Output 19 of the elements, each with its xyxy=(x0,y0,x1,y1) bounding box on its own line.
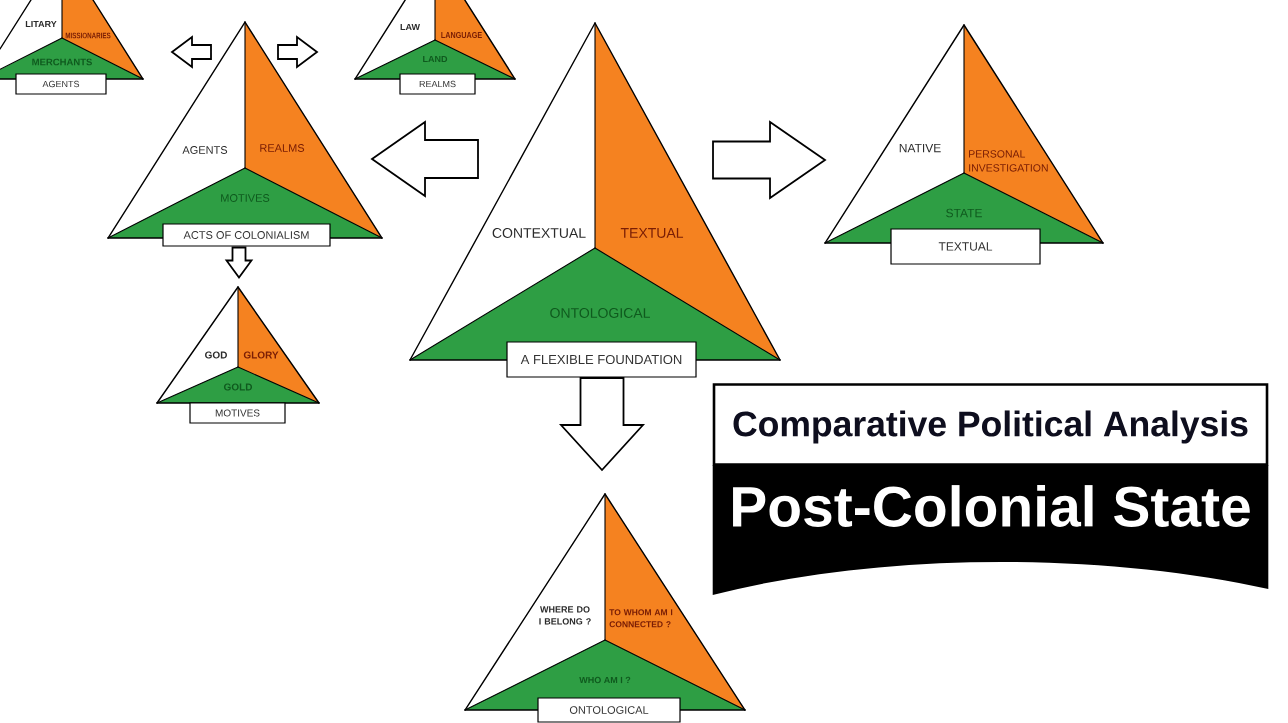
block-arrow xyxy=(170,35,212,69)
region-label: AGENTS xyxy=(182,146,228,154)
title-banner: Post-Colonial State xyxy=(712,465,1269,595)
label-box: ONTOLOGICAL xyxy=(537,697,681,723)
region-label: WHERE DO I BELONG ? xyxy=(539,606,591,625)
region-label: LAW xyxy=(400,23,420,31)
label-box: REALMS xyxy=(399,73,476,95)
region-label: LITARY xyxy=(25,20,57,28)
title-box: Comparative Political Analysis xyxy=(712,383,1269,466)
block-arrow xyxy=(224,246,254,280)
region-label: NATIVE xyxy=(899,143,941,153)
label-box: AGENTS xyxy=(15,73,107,95)
block-arrow xyxy=(558,377,646,472)
label-box: MOTIVES xyxy=(189,402,286,424)
region-label: GOD xyxy=(205,351,227,359)
label-box: A FLEXIBLE FOUNDATION xyxy=(506,341,697,378)
block-arrow xyxy=(370,120,479,198)
label-box: TEXTUAL xyxy=(890,228,1041,265)
region-label: CONTEXTUAL xyxy=(492,228,586,238)
